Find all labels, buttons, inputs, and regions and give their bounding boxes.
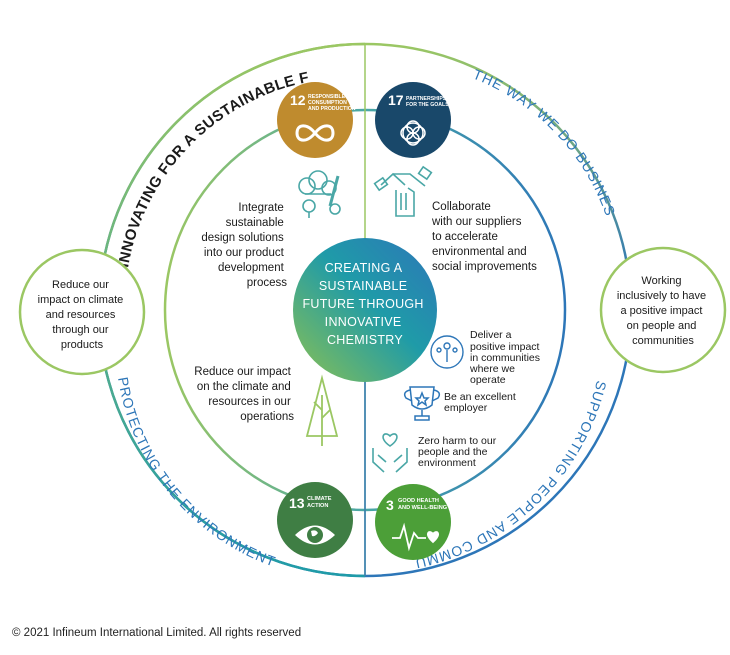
side-circle-left: Reduce our impact on climate and resourc… <box>18 248 146 376</box>
design-tools-icon <box>298 170 341 218</box>
heartbeat-icon <box>392 522 439 552</box>
quadrant-text-top-left: Integrate sustainable design solutions i… <box>201 202 287 289</box>
svg-text:Working inclusively to h: Working inclusively to have a positive i… <box>617 275 709 347</box>
earth-eye-icon <box>295 525 335 545</box>
sdg-badge-17: 17 PARTNERSHIPS FOR THE GOALS <box>375 82 451 158</box>
svg-text:3: 3 <box>386 497 394 513</box>
copyright-text: © 2021 Infineum International Limited. A… <box>12 627 302 639</box>
sdg-badge-12: 12 RESPONSIBLE CONSUMPTION AND PRODUCTIO… <box>277 82 356 158</box>
center-circle: CREATING A SUSTAINABLE FUTURE THROUGH IN… <box>293 238 437 382</box>
quadrant-item-community: Deliver a positive impact in communities… <box>469 329 543 386</box>
community-icon <box>430 335 464 369</box>
quadrant-item-zero-harm: Zero harm to our people and the environm… <box>418 435 499 469</box>
quadrant-text-top-right: Collaborate with our suppliers to accele… <box>431 201 537 273</box>
handshake-icon <box>373 165 433 217</box>
svg-text:RESPONSIBLE CONSUMPTION: RESPONSIBLE CONSUMPTION AND PRODUCTION <box>308 94 356 112</box>
tree-icon <box>305 374 339 446</box>
svg-text:13: 13 <box>289 495 305 511</box>
svg-text:GOOD HEALTH AND WELL-BEI: GOOD HEALTH AND WELL-BEING <box>398 498 447 511</box>
trophy-icon <box>403 386 441 421</box>
svg-text:Reduce our impact on cli: Reduce our impact on climate and resourc… <box>38 279 127 351</box>
quadrant-item-employer: Be an excellent employer <box>444 391 519 414</box>
svg-text:17: 17 <box>388 92 404 108</box>
sdg-badge-13: 13 CLIMATE ACTION <box>277 482 353 558</box>
caring-hands-icon <box>372 433 408 473</box>
svg-text:PARTNERSHIPS FOR THE GOA: PARTNERSHIPS FOR THE GOALS <box>406 96 449 108</box>
side-circle-right: Working inclusively to have a positive i… <box>599 246 727 374</box>
svg-text:CREATING A SUSTAINABLE: CREATING A SUSTAINABLE FUTURE THROUGH IN… <box>302 261 427 347</box>
svg-text:CLIMATE ACTION: CLIMATE ACTION <box>307 496 333 509</box>
quadrant-text-bottom-left: Reduce our impact on the climate and res… <box>194 366 294 423</box>
flower-rings-icon <box>400 120 426 146</box>
sdg-badge-3: 3 GOOD HEALTH AND WELL-BEING <box>375 484 451 560</box>
svg-text:12: 12 <box>290 92 306 108</box>
infinity-icon <box>295 124 335 142</box>
